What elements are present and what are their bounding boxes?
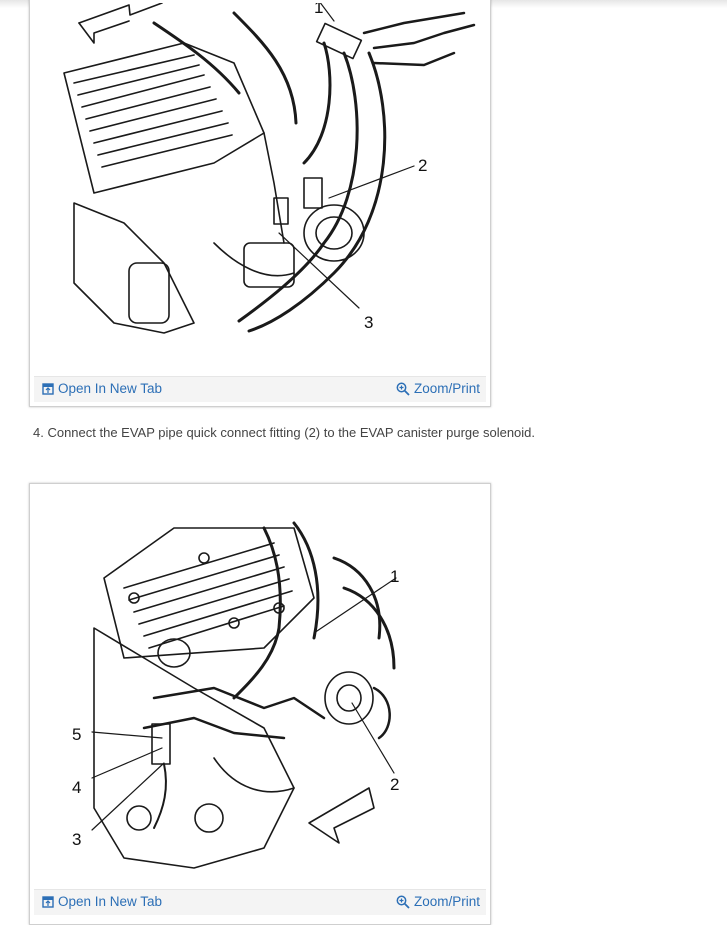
figure-1-open-in-new-tab-link[interactable]: Open In New Tab: [42, 381, 162, 396]
figure-1-callout-3: 3: [364, 313, 373, 332]
open-in-new-tab-icon: [42, 382, 54, 395]
figure-2-callout-1: 1: [390, 567, 399, 586]
step-4-instruction: 4. Connect the EVAP pipe quick connect f…: [33, 425, 536, 440]
figure-2-open-label: Open In New Tab: [58, 894, 163, 909]
figure-2-callout-2: 2: [390, 775, 399, 794]
figure-1: 1 2 3 Open In New Tab Zoom/Print: [29, 0, 491, 407]
open-in-new-tab-icon: [42, 895, 54, 908]
engine-diagram-1: 1 2 3: [63, 3, 476, 334]
figure-1-callout-2: 2: [418, 156, 427, 175]
zoom-magnifier-icon: [396, 382, 410, 396]
figure-1-open-label: Open In New Tab: [58, 381, 163, 396]
figure-2: 1 2 3 4 5 Open In New Tab Zoom/Print: [29, 483, 491, 925]
engine-diagram-2: 1 2 3 4 5: [72, 521, 399, 869]
figure-1-zoom-label: Zoom/Print: [413, 381, 480, 396]
figure-1-callout-1: 1: [314, 3, 323, 17]
figure-1-toolbar: Open In New Tab Zoom/Print: [34, 376, 486, 402]
figure-2-zoom-label: Zoom/Print: [413, 894, 480, 909]
figure-2-zoom-print-link[interactable]: Zoom/Print: [396, 894, 480, 909]
figure-2-toolbar: Open In New Tab Zoom/Print: [34, 889, 486, 915]
figure-2-callout-3: 3: [72, 830, 81, 849]
figure-2-open-in-new-tab-link[interactable]: Open In New Tab: [42, 894, 162, 909]
figure-2-callout-4: 4: [72, 778, 81, 797]
figure-1-zoom-print-link[interactable]: Zoom/Print: [396, 381, 480, 396]
zoom-magnifier-icon: [396, 895, 410, 909]
figure-2-callout-5: 5: [72, 725, 81, 744]
